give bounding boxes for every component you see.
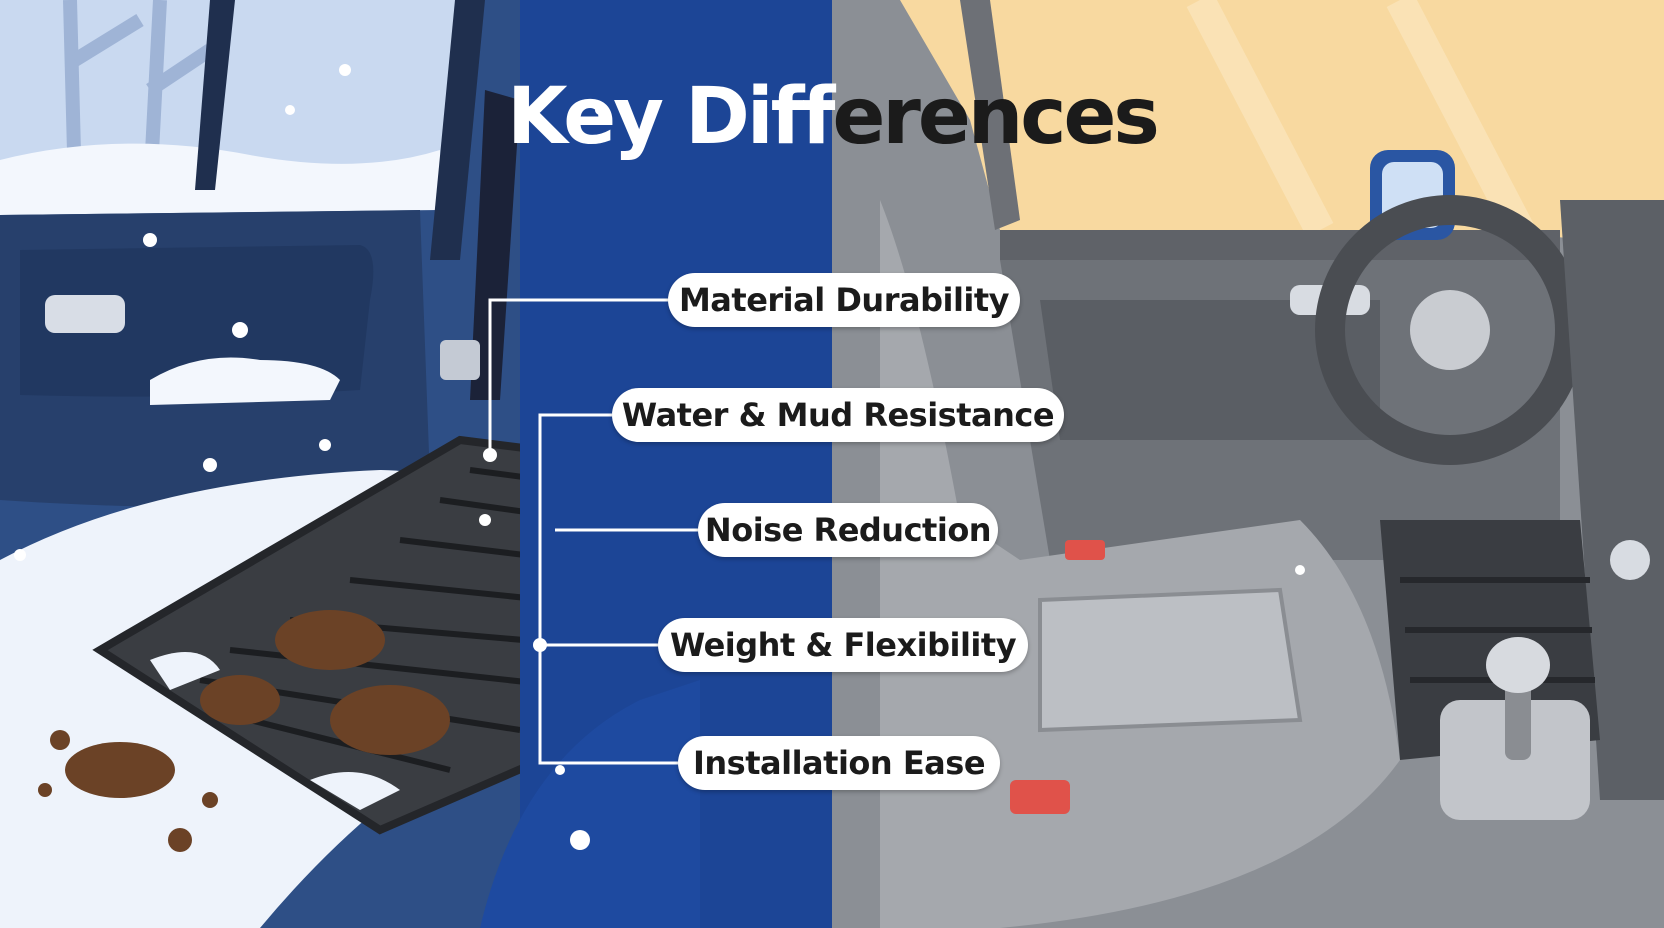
car-seat [880,200,1400,928]
seatbelt-buckle [440,340,480,380]
snow-on-mat [150,652,220,690]
seatbelt-latch-2 [1065,540,1105,560]
mud-splatters [38,610,450,852]
sunny-window [832,0,1664,250]
label-noise-reduction: Noise Reduction [698,503,998,557]
window-pillar [960,0,1020,230]
window-frame-left [195,0,235,190]
snow-on-sill [0,143,440,215]
steering-hub [1410,290,1490,370]
connector-lines [488,298,698,765]
window-frame-right [430,0,485,260]
blue-band-curve [480,680,700,928]
door-handle [45,295,125,333]
door-inner-panel [20,245,374,397]
label-water-mud-resistance: Water & Mud Resistance [612,388,1064,442]
seat-cushion-pattern [1038,587,1303,733]
label-weight-flexibility: Weight & Flexibility [658,618,1028,672]
gear-stick [1505,670,1531,760]
label-material-durability: Material Durability [668,273,1020,327]
right-door-inner [1040,300,1380,440]
dash-knob [1610,540,1650,580]
sun-rays [1186,0,1534,237]
snow-on-armrest [150,357,340,405]
window-sill [1000,230,1560,260]
snow-on-mat-2 [310,772,400,810]
connector-dot-2 [533,638,547,652]
connector-dot-1 [483,448,497,462]
label-installation-ease: Installation Ease [678,736,1000,790]
dashboard [1560,200,1664,800]
seatbelt-latch [1010,780,1070,814]
seatbelt [470,90,520,400]
gear-knob [1486,637,1550,693]
snowflakes [14,64,1305,850]
